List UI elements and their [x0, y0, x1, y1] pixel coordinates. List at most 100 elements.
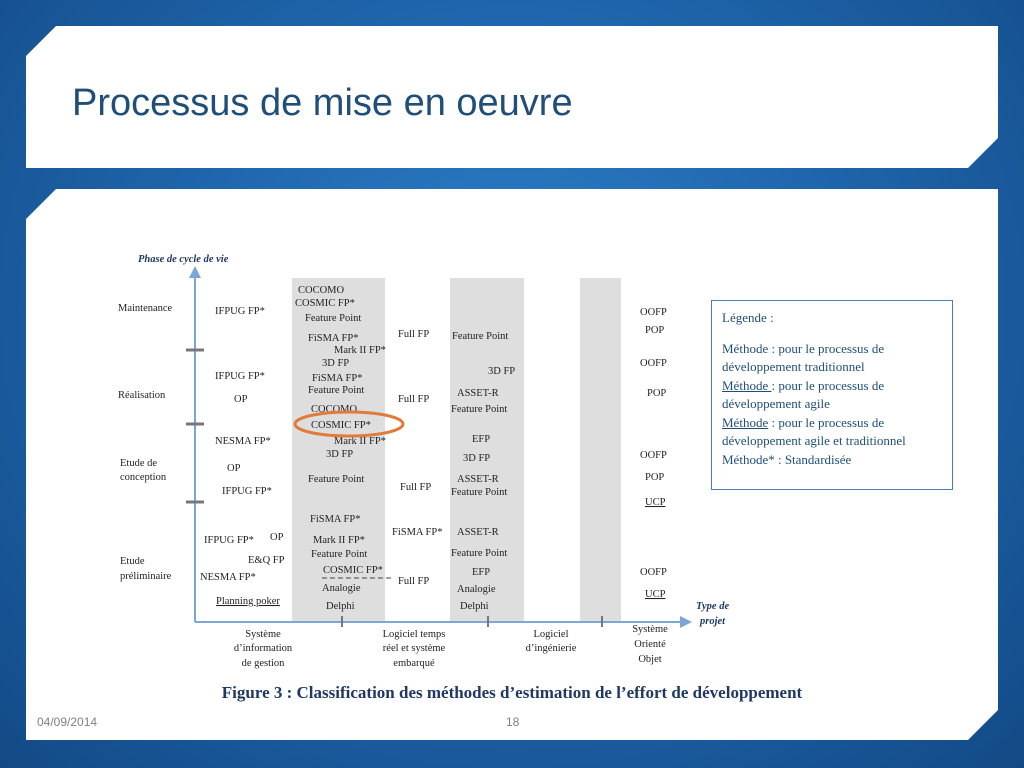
footer-page-number: 18: [506, 715, 520, 729]
x-axis-arrow: [680, 616, 692, 628]
band-col-2: [292, 278, 385, 623]
figure-caption: Figure 3 : Classification des méthodes d…: [221, 683, 803, 702]
method-label: 3D FP: [488, 366, 515, 377]
method-label: FiSMA FP*: [308, 333, 359, 344]
method-label: EFP: [472, 434, 490, 445]
method-label: Analogie: [322, 583, 361, 594]
method-label: POP: [645, 325, 664, 336]
title-card: [26, 26, 998, 168]
method-label: Delphi: [326, 601, 355, 612]
method-label: UCP: [645, 497, 666, 508]
slide-title: Processus de mise en oeuvre: [72, 82, 573, 124]
method-label: IFPUG FP*: [215, 306, 265, 317]
legend-agile: Méthode : pour le processus de développe…: [722, 377, 942, 414]
method-label: UCP: [645, 589, 666, 600]
method-label: Feature Point: [451, 487, 507, 498]
band-col-1: [195, 278, 292, 623]
cosmic-highlight-circle: [293, 410, 405, 438]
method-label: COSMIC FP*: [295, 298, 355, 309]
type-oo-2: Orienté: [634, 639, 666, 650]
legend-agile-word: Méthode: [722, 377, 772, 393]
method-label: Full FP: [398, 394, 429, 405]
method-label: OP: [270, 532, 284, 543]
method-label: OP: [234, 394, 248, 405]
type-ing-1: Logiciel: [534, 629, 569, 640]
type-oo-1: Système: [632, 624, 668, 635]
method-label: EFP: [472, 567, 490, 578]
method-label: FiSMA FP*: [312, 373, 363, 384]
method-label: FiSMA FP*: [310, 514, 361, 525]
band-col-7: [621, 278, 692, 623]
phase-preliminaire-1: Etude: [120, 556, 145, 567]
method-label: 3D FP: [326, 449, 353, 460]
method-label: Mark II FP*: [334, 345, 386, 356]
phase-maintenance: Maintenance: [118, 303, 173, 314]
method-label: ASSET-R: [457, 474, 499, 485]
method-label: Feature Point: [452, 331, 508, 342]
method-label: NESMA FP*: [200, 572, 256, 583]
method-label: POP: [645, 472, 664, 483]
x-axis-label-2: projet: [699, 616, 726, 627]
method-label: Feature Point: [308, 385, 364, 396]
method-label: ASSET-R: [457, 388, 499, 399]
method-label: IFPUG FP*: [215, 371, 265, 382]
y-axis-label: Phase de cycle de vie: [138, 254, 229, 265]
method-label: COCOMO: [311, 404, 358, 415]
method-label: Planning poker: [216, 596, 280, 607]
method-label: Feature Point: [451, 404, 507, 415]
method-label: Analogie: [457, 584, 496, 595]
method-label: FiSMA FP*: [392, 527, 443, 538]
band-col-6: [580, 278, 621, 623]
method-label: ASSET-R: [457, 527, 499, 538]
method-label: OOFP: [640, 358, 667, 369]
phase-conception-1: Etude de: [120, 458, 157, 469]
method-label: Full FP: [400, 482, 431, 493]
phase-conception-2: conception: [120, 472, 167, 483]
method-label: COSMIC FP*: [323, 565, 383, 576]
type-rt-2: réel et système: [383, 643, 446, 654]
legend-standard: Méthode* : Standardisée: [722, 451, 852, 467]
method-label: Feature Point: [305, 313, 361, 324]
method-label: COCOMO: [298, 285, 345, 296]
method-label: 3D FP: [322, 358, 349, 369]
method-label: Mark II FP*: [313, 535, 365, 546]
method-label: Full FP: [398, 576, 429, 587]
type-oo-3: Objet: [638, 654, 661, 665]
x-axis-label-1: Type de: [696, 601, 729, 612]
method-label: OP: [227, 463, 241, 474]
type-si-1: Système: [245, 629, 281, 640]
legend-agile-desc: : pour le processus de développement agi…: [722, 377, 885, 412]
type-rt-1: Logiciel temps: [383, 629, 446, 640]
method-label: Feature Point: [311, 549, 367, 560]
method-label: COSMIC FP*: [311, 420, 371, 431]
legend-both-desc: : pour le processus de développement agi…: [722, 414, 906, 449]
method-label: Feature Point: [451, 548, 507, 559]
legend-traditional: Méthode : pour le processus de développe…: [722, 340, 885, 375]
legend-box: Légende : Méthode : pour le processus de…: [711, 300, 953, 490]
method-label: NESMA FP*: [215, 436, 271, 447]
method-label: Mark II FP*: [334, 436, 386, 447]
legend-both-word: Méthode: [722, 414, 769, 430]
type-ing-2: d’ingénierie: [526, 643, 577, 654]
method-label: OOFP: [640, 567, 667, 578]
legend-title: Légende :: [722, 310, 774, 325]
method-label: POP: [647, 388, 666, 399]
type-rt-3: embarqué: [393, 658, 435, 669]
band-col-3: [385, 278, 450, 623]
method-label: 3D FP: [463, 453, 490, 464]
method-label: IFPUG FP*: [222, 486, 272, 497]
method-label: E&Q FP: [248, 555, 285, 566]
footer-date: 04/09/2014: [37, 715, 98, 729]
band-col-4: [450, 278, 524, 623]
phase-realisation: Réalisation: [118, 390, 166, 401]
type-si-3: de gestion: [242, 658, 286, 669]
method-label: OOFP: [640, 307, 667, 318]
method-label: OOFP: [640, 450, 667, 461]
method-label: Feature Point: [308, 474, 364, 485]
method-label: IFPUG FP*: [204, 535, 254, 546]
band-col-5: [524, 278, 580, 623]
method-label: Delphi: [460, 601, 489, 612]
y-axis-arrow: [189, 266, 201, 278]
method-label: Full FP: [398, 329, 429, 340]
